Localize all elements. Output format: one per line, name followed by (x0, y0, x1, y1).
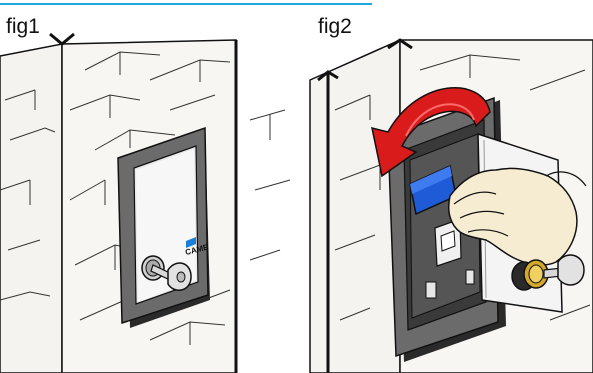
wall-switch-panel-fig1 (118, 128, 210, 328)
fig2-illustration (300, 0, 593, 373)
fig1-illustration: CAME (0, 0, 300, 373)
